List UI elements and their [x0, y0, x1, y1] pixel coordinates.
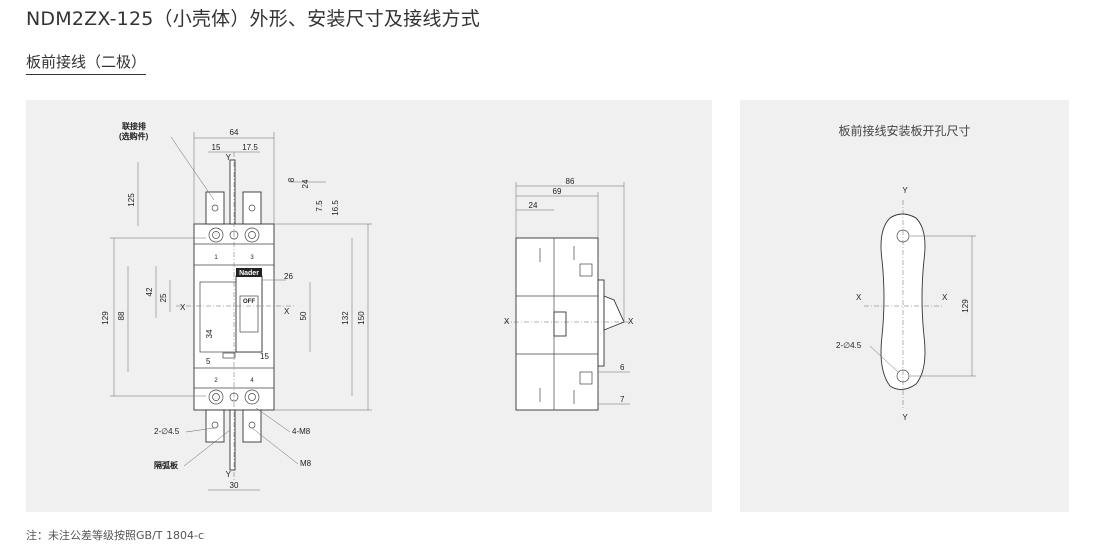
drawing-panel-front-side: Nader OFF 1 3 2 4 64 15 17.5 Y 125 129 8…	[26, 100, 712, 512]
dim-26: 26	[284, 272, 293, 281]
dim-8: 8	[287, 177, 296, 182]
dim-88: 88	[117, 311, 126, 320]
dim-64: 64	[230, 128, 239, 137]
callout-bolt-note: M8	[300, 459, 312, 468]
plate-axis-x-right: X	[942, 293, 948, 302]
callout-screw-note: 4-M8	[292, 427, 311, 436]
dim-7-5: 7.5	[315, 200, 324, 212]
dim-50: 50	[299, 311, 308, 320]
dim-34: 34	[205, 329, 214, 338]
side-dim-69: 69	[553, 187, 562, 196]
off-label: OFF	[243, 299, 255, 305]
callout-connector-line1: 联接排	[122, 121, 146, 131]
dim-15b: 15	[260, 352, 269, 361]
dim-17-5: 17.5	[242, 143, 258, 152]
terminal-4: 4	[250, 378, 254, 384]
side-dim-7: 7	[620, 395, 625, 404]
side-dim-6: 6	[620, 363, 625, 372]
side-front-cover	[597, 279, 605, 367]
axis-x-left: X	[180, 303, 186, 312]
dim-24: 24	[301, 179, 310, 188]
side-axis-x-left: X	[504, 317, 510, 326]
drawing-panel-mounting-holes: 板前接线安装板开孔尺寸 Y Y X X 129 2-∅4.5	[740, 100, 1069, 512]
brand-plate	[236, 268, 262, 277]
side-latch	[553, 311, 567, 337]
dim-30: 30	[230, 481, 239, 490]
side-axis-x-right: X	[628, 317, 634, 326]
callout-arc-barrier: 隔弧板	[154, 460, 179, 470]
front-side-drawing: Nader OFF 1 3 2 4 64 15 17.5 Y 125 129 8…	[101, 121, 634, 491]
bottom-barrier	[229, 409, 236, 471]
dim-129: 129	[101, 311, 110, 325]
section-subtitle: 板前接线（二极）	[26, 51, 147, 75]
side-handle	[603, 295, 625, 331]
top-connector-bar-left	[205, 191, 225, 225]
dim-132: 132	[341, 311, 350, 325]
dim-16-5: 16.5	[331, 200, 340, 216]
terminal-3: 3	[250, 255, 254, 261]
top-barrier	[229, 159, 236, 225]
mounting-hole-title: 板前接线安装板开孔尺寸	[838, 124, 971, 138]
top-connector-bar-right	[242, 191, 262, 225]
axis-x-right: X	[284, 307, 290, 316]
dim-15: 15	[212, 143, 221, 152]
dim-42: 42	[145, 287, 154, 296]
terminal-2: 2	[214, 378, 218, 384]
plate-dim-129: 129	[961, 299, 970, 313]
dim-5: 5	[206, 357, 211, 366]
side-dim-24: 24	[529, 201, 538, 210]
bottom-connector-bar-left	[205, 409, 225, 443]
callout-hole-note: 2-∅4.5	[154, 427, 180, 436]
dim-125: 125	[127, 193, 136, 207]
plate-hole-note: 2-∅4.5	[836, 341, 862, 350]
page-title: NDM2ZX-125（小壳体）外形、安装尺寸及接线方式	[26, 8, 480, 30]
side-dim-86: 86	[566, 177, 575, 186]
mounting-hole-drawing: Y Y X X 129 2-∅4.5	[836, 186, 976, 422]
footer-note: 注：未注公差等级按照GB/T 1804-c	[26, 529, 205, 542]
plate-axis-y-bottom: Y	[902, 413, 908, 422]
dim-150: 150	[357, 311, 366, 325]
dim-25: 25	[159, 293, 168, 302]
terminal-1: 1	[214, 255, 218, 261]
axis-y-top: Y	[226, 153, 232, 162]
brand-label: Nader	[239, 270, 259, 277]
plate-axis-x-left: X	[856, 293, 862, 302]
callout-connector-line2: (选购件)	[119, 131, 149, 141]
plate-axis-y-top: Y	[902, 186, 908, 195]
bottom-connector-bar-right	[242, 409, 262, 443]
axis-y-bottom: Y	[226, 470, 232, 479]
